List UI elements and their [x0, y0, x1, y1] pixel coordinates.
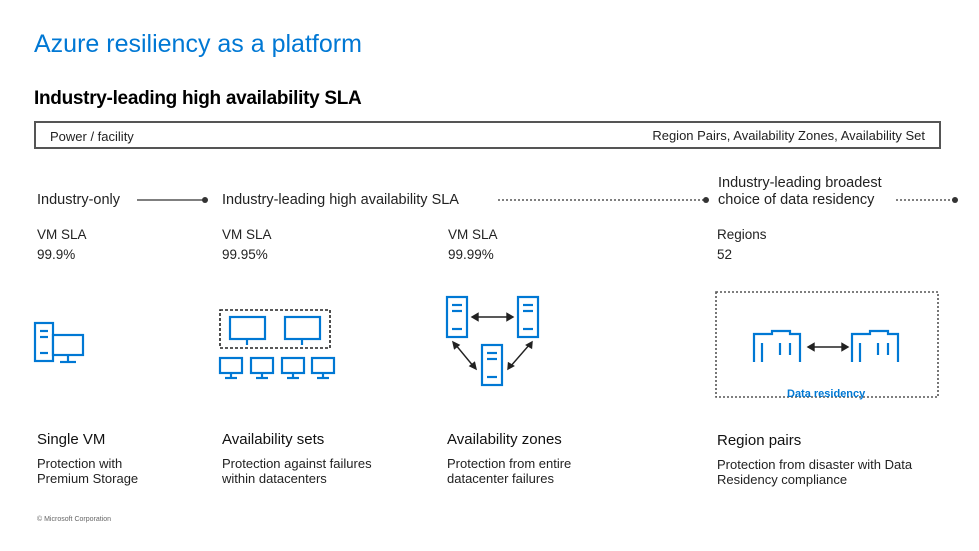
vm-monitor-icon — [228, 315, 267, 345]
bar-right-label: Region Pairs, Availability Zones, Availa… — [652, 128, 925, 143]
vm-monitor-icon — [310, 356, 336, 380]
metric-value: 99.9% — [37, 247, 76, 262]
metric-value: 52 — [717, 247, 733, 262]
metric-availability-sets: VM SLA 99.95% — [222, 225, 272, 265]
column-name-single-vm: Single VM — [37, 431, 106, 448]
category-broadest-line1: Industry-leading broadest — [718, 175, 882, 191]
bar-left-label: Power / facility — [50, 129, 134, 144]
zone-arrows — [451, 312, 533, 371]
metric-label: VM SLA — [448, 227, 498, 242]
connector-dotted-1 — [498, 197, 709, 203]
metric-availability-zones: VM SLA 99.99% — [448, 225, 498, 265]
datacenter-building-icon — [850, 329, 900, 362]
column-desc-region-pairs: Protection from disaster with Data Resid… — [717, 457, 913, 487]
server-icon — [516, 295, 540, 339]
region-pairs-icon — [715, 291, 939, 398]
category-broadest-residency: Industry-leading broadest choice of data… — [718, 175, 882, 209]
server-icon — [480, 343, 504, 387]
column-desc-single-vm: Protection with Premium Storage — [37, 456, 139, 486]
data-residency-label: Data residency — [787, 388, 866, 400]
availability-zones-icon — [445, 295, 540, 387]
column-desc-availability-zones: Protection from entire datacenter failur… — [447, 456, 572, 486]
server-pc-icon — [33, 321, 85, 364]
category-industry-leading: Industry-leading high availability SLA — [222, 192, 459, 208]
slide-title: Azure resiliency as a platform — [34, 30, 362, 58]
protection-scope-bar: Power / facility Region Pairs, Availabil… — [34, 121, 941, 149]
metric-region-pairs: Regions 52 — [717, 225, 767, 265]
column-desc-availability-sets: Protection against failures within datac… — [222, 456, 372, 486]
availability-set-icon — [218, 309, 336, 380]
vm-monitor-icon — [218, 356, 244, 380]
server-icon — [445, 295, 469, 339]
category-broadest-line2: choice of data residency — [718, 192, 875, 208]
footer-copyright: © Microsoft Corporation — [37, 516, 112, 523]
vm-monitor-icon — [249, 356, 275, 380]
vm-monitor-icon — [283, 315, 322, 345]
slide-subtitle: Industry-leading high availability SLA — [34, 88, 362, 109]
bidirectional-arrow-icon — [806, 342, 850, 352]
category-industry-only: Industry-only — [37, 192, 121, 208]
connector-solid — [137, 197, 208, 203]
vm-monitor-icon — [280, 356, 306, 380]
metric-value: 99.95% — [222, 247, 268, 262]
column-name-region-pairs: Region pairs — [717, 432, 802, 449]
column-name-availability-sets: Availability sets — [222, 431, 325, 448]
metric-single-vm: VM SLA 99.9% — [37, 225, 87, 265]
metric-label: VM SLA — [37, 227, 87, 242]
metric-label: Regions — [717, 227, 767, 242]
datacenter-building-icon — [752, 329, 802, 362]
column-name-availability-zones: Availability zones — [447, 431, 562, 448]
connector-dotted-2 — [896, 197, 958, 203]
metric-value: 99.99% — [448, 247, 494, 262]
metric-label: VM SLA — [222, 227, 272, 242]
